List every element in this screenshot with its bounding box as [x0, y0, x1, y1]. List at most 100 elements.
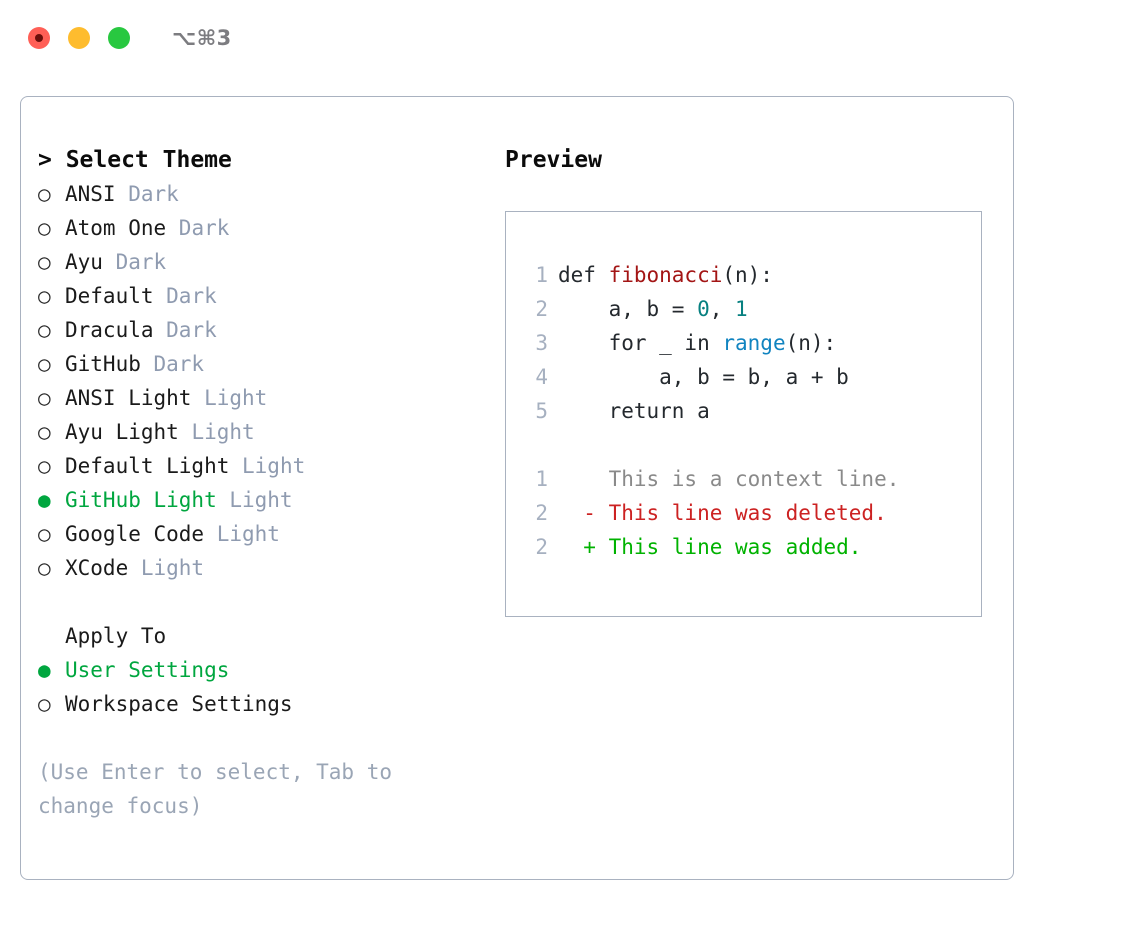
code-token-plain: a, b = b, a + b [558, 365, 849, 389]
apply-to-heading-row: Apply To [38, 619, 483, 653]
theme-option-label: Ayu Light [65, 420, 179, 444]
apply-to-option-label: Workspace Settings [65, 692, 293, 716]
code-token-plain: (n): [785, 331, 837, 355]
window-title: ⌥⌘3 [172, 26, 232, 50]
theme-variant-badge: Dark [166, 216, 230, 240]
theme-option-github[interactable]: ○ GitHub Dark [38, 347, 483, 381]
keyboard-hint-text: (Use Enter to select, Tab to change focu… [38, 760, 393, 818]
traffic-light-group [28, 27, 130, 49]
diff-line-del: 2 - This line was deleted. [524, 496, 981, 530]
code-token-num: 1 [735, 297, 748, 321]
radio-unselected-icon[interactable]: ○ [38, 318, 51, 342]
theme-option-dracula[interactable]: ○ Dracula Dark [38, 313, 483, 347]
theme-variant-badge: Light [128, 556, 205, 580]
diff-line-ctx: 1 This is a context line. [524, 462, 981, 496]
code-token-plain: return a [558, 399, 710, 423]
code-token-plain: (n): [722, 263, 773, 287]
radio-unselected-icon[interactable]: ○ [38, 692, 51, 716]
apply-to-option-workspace-settings[interactable]: ○ Workspace Settings [38, 687, 483, 721]
radio-unselected-icon[interactable]: ○ [38, 420, 51, 444]
theme-option-github-light[interactable]: ● GitHub Light Light [38, 483, 483, 517]
apply-to-option-list[interactable]: ●User Settings ○ Workspace Settings [38, 653, 483, 721]
theme-option-label: ANSI Light [65, 386, 192, 410]
radio-unselected-icon[interactable]: ○ [38, 182, 51, 206]
theme-option-google-code[interactable]: ○Google Code Light [38, 517, 483, 551]
code-line-number: 3 [535, 331, 548, 355]
theme-variant-badge: Light [191, 386, 268, 410]
radio-unselected-icon[interactable]: ○ [38, 352, 51, 376]
radio-unselected-icon[interactable]: ○ [38, 250, 51, 274]
theme-option-list[interactable]: ○ANSI Dark○Atom One Dark○Ayu Dark○Defaul… [38, 177, 483, 585]
theme-option-atom-one[interactable]: ○ Atom One Dark [38, 211, 483, 245]
code-line-number: 2 [535, 297, 548, 321]
diff-sample: 1 This is a context line.2 - This line w… [524, 462, 981, 564]
code-line-text: for _ in range(n): [548, 326, 837, 360]
code-token-num: 0 [697, 297, 710, 321]
theme-variant-badge: Dark [115, 182, 179, 206]
theme-option-label: Dracula [65, 318, 154, 342]
theme-option-label: Google Code [65, 522, 205, 546]
theme-variant-badge: Light [178, 420, 255, 444]
code-line-number: 5 [535, 399, 548, 423]
radio-unselected-icon[interactable]: ○ [38, 386, 51, 410]
diff-line-text: + This line was added. [558, 535, 862, 559]
apply-to-option-user-settings[interactable]: ●User Settings [38, 653, 483, 687]
code-line: 2 a, b = 0, 1 [524, 292, 981, 326]
theme-picker-column: > Select Theme ○ANSI Dark○Atom One Dark○… [21, 143, 483, 823]
radio-unselected-icon[interactable]: ○ [38, 556, 51, 580]
theme-variant-badge: Dark [102, 250, 167, 274]
theme-option-xcode[interactable]: ○XCode Light [38, 551, 483, 585]
code-token-plain: def [558, 263, 609, 287]
theme-option-default-light[interactable]: ○ Default Light Light [38, 449, 483, 483]
preview-heading: Preview [505, 147, 602, 173]
theme-option-default[interactable]: ○Default Dark [38, 279, 483, 313]
theme-option-ayu-light[interactable]: ○ Ayu Light Light [38, 415, 483, 449]
theme-option-label: GitHub Light [65, 488, 217, 512]
close-window-button[interactable] [28, 27, 50, 49]
radio-unselected-icon[interactable]: ○ [38, 454, 51, 478]
code-line: 5 return a [524, 394, 981, 428]
code-line-number: 1 [535, 263, 548, 287]
code-token-call: range [722, 331, 786, 355]
radio-unselected-icon[interactable]: ○ [38, 216, 51, 240]
theme-option-label: ANSI [65, 182, 116, 206]
code-line-number: 4 [535, 365, 548, 389]
theme-option-ayu[interactable]: ○Ayu Dark [38, 245, 483, 279]
maximize-window-button[interactable] [108, 27, 130, 49]
diff-line-number: 2 [535, 501, 548, 525]
theme-variant-badge: Dark [153, 318, 217, 342]
select-theme-heading: > Select Theme [38, 147, 232, 173]
theme-option-ansi-light[interactable]: ○ ANSI Light Light [38, 381, 483, 415]
diff-line-number: 2 [535, 535, 548, 559]
code-line-text: a, b = 0, 1 [548, 292, 748, 326]
code-diff-separator [524, 428, 981, 462]
diff-line-text: - This line was deleted. [558, 501, 887, 525]
radio-unselected-icon[interactable]: ○ [38, 522, 51, 546]
theme-variant-badge: Light [229, 454, 306, 478]
title-bar: ⌥⌘3 [0, 0, 1140, 76]
radio-unselected-icon[interactable]: ○ [38, 284, 51, 308]
code-token-plain: for _ in [558, 331, 723, 355]
radio-selected-icon[interactable]: ● [38, 488, 51, 512]
apply-to-heading: Apply To [65, 624, 167, 648]
code-line-text: def fibonacci(n): [548, 258, 773, 292]
theme-option-label: Default Light [65, 454, 230, 478]
apply-to-marker-spacer [38, 619, 65, 653]
theme-option-label: Atom One [65, 216, 167, 240]
code-token-plain: a, b = [558, 297, 698, 321]
code-token-fn: fibonacci [608, 263, 723, 287]
theme-variant-badge: Dark [153, 284, 217, 308]
theme-variant-badge: Dark [140, 352, 205, 376]
minimize-window-button[interactable] [68, 27, 90, 49]
theme-option-label: GitHub [65, 352, 141, 376]
code-line-text: return a [548, 394, 710, 428]
theme-option-ansi[interactable]: ○ ANSI Dark [38, 177, 483, 211]
code-line-text: a, b = b, a + b [548, 360, 849, 394]
radio-selected-icon[interactable]: ● [38, 658, 51, 682]
theme-variant-badge: Light [216, 488, 293, 512]
code-line: 4 a, b = b, a + b [524, 360, 981, 394]
